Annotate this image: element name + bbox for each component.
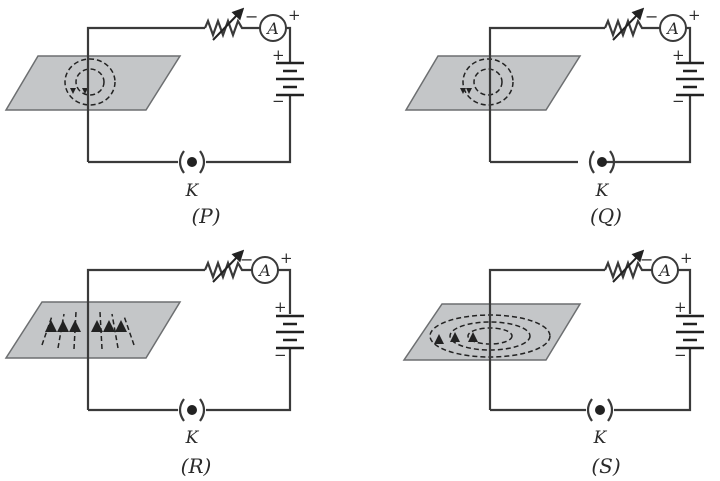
rheostat-icon	[603, 249, 646, 283]
battery-minus-sign: −	[274, 346, 287, 364]
ammeter-minus-sign: −	[240, 250, 253, 269]
ammeter-icon	[659, 14, 687, 42]
key-icon	[588, 150, 616, 174]
magnetic-field-lines	[460, 58, 514, 106]
battery-plus-sign: +	[672, 46, 685, 64]
panel-p: − A + + − K (P)	[4, 6, 304, 228]
key-icon	[586, 398, 614, 422]
ammeter-icon	[651, 256, 679, 284]
key-icon	[178, 150, 206, 174]
horizontal-plane	[4, 55, 182, 111]
battery-minus-sign: −	[674, 346, 687, 364]
battery-plus-sign: +	[274, 298, 287, 316]
ammeter-minus-sign: −	[640, 250, 653, 269]
battery-minus-sign: −	[272, 92, 285, 110]
panel-label: (R)	[181, 454, 212, 478]
horizontal-plane	[404, 55, 582, 111]
ammeter-plus-sign: +	[680, 249, 693, 267]
ammeter-minus-sign: −	[245, 7, 258, 26]
ammeter-label: A	[257, 261, 271, 280]
circuit-wire	[488, 268, 692, 412]
battery-minus-sign: −	[672, 92, 685, 110]
rheostat-icon	[203, 7, 246, 41]
ammeter-icon	[259, 14, 287, 42]
rheostat-icon	[203, 249, 246, 283]
ammeter-icon	[251, 256, 279, 284]
key-icon	[178, 398, 206, 422]
battery-icon	[276, 61, 304, 97]
ammeter-label: A	[657, 261, 671, 280]
ammeter-minus-sign: −	[645, 7, 658, 26]
battery-plus-sign: +	[272, 46, 285, 64]
panel-label: (Q)	[590, 204, 622, 228]
rheostat-icon	[603, 7, 646, 41]
battery-icon	[676, 61, 704, 97]
panel-s: − A + + − K (S)	[402, 249, 704, 478]
ammeter-label: A	[665, 19, 679, 38]
ammeter-plus-sign: +	[288, 6, 301, 24]
ammeter-label: A	[265, 19, 279, 38]
battery-icon	[276, 314, 304, 350]
battery-icon	[676, 314, 704, 350]
circuit-wire	[488, 26, 692, 164]
key-label: K	[593, 428, 608, 448]
ammeter-plus-sign: +	[280, 249, 293, 267]
circuit-wire	[86, 268, 292, 412]
horizontal-plane	[402, 303, 582, 361]
panel-q: − A + + − K (Q)	[404, 6, 704, 228]
key-label: K	[185, 428, 200, 448]
panel-r: − A + + − K (R)	[4, 249, 304, 478]
key-label: K	[185, 181, 200, 201]
panel-label: (P)	[191, 204, 220, 228]
key-label: K	[595, 181, 610, 201]
ammeter-plus-sign: +	[688, 6, 701, 24]
circuit-wire	[86, 26, 292, 164]
battery-plus-sign: +	[674, 298, 687, 316]
magnetic-field-lines	[64, 58, 116, 106]
panel-label: (S)	[591, 454, 620, 478]
